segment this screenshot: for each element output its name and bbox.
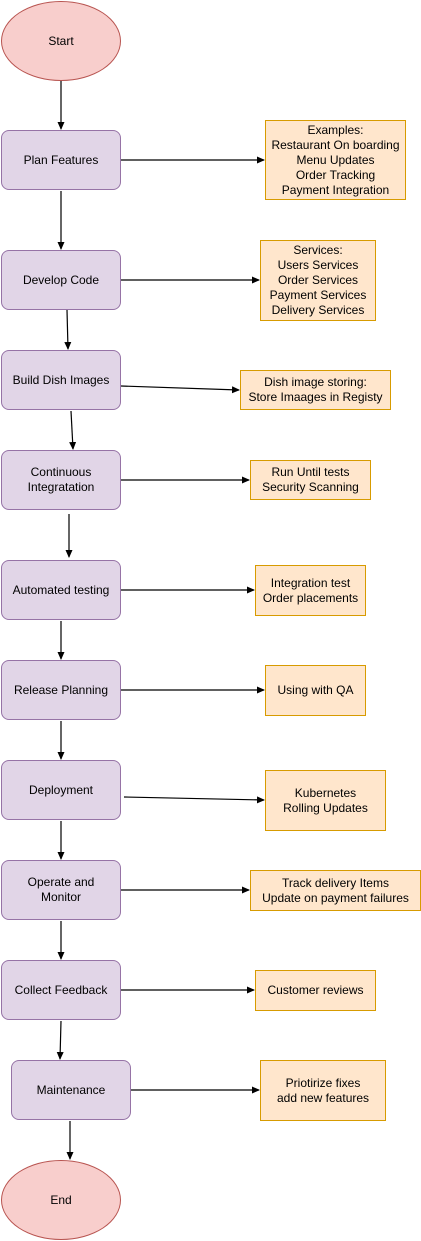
note-text: Run Until tests Security Scanning	[262, 465, 359, 494]
arrow-build-to-note	[120, 385, 240, 394]
note-text: Kubernetes Rolling Updates	[283, 785, 368, 815]
note-text: Services: Users Services Order Services …	[269, 243, 367, 317]
start-node: Start	[1, 1, 121, 81]
note-text: Priotirize fixes add new features	[276, 1075, 370, 1105]
step-label: Develop Code	[22, 272, 100, 287]
step-continuous-integratation: Continuous Integratation	[1, 450, 121, 510]
start-label: Start	[48, 33, 74, 48]
note-text: Integration test Order placements	[262, 575, 359, 605]
step-label: Release Planning	[13, 682, 109, 697]
note-text: Customer reviews	[267, 983, 364, 997]
step-maintenance: Maintenance	[11, 1060, 131, 1120]
end-node: End	[1, 1160, 121, 1240]
step-label: Deployment	[28, 782, 94, 797]
step-deployment: Deployment	[1, 760, 121, 820]
step-label: Continuous Integratation	[27, 465, 95, 494]
arrow-develop-to-build	[64, 309, 72, 350]
step-release-planning: Release Planning	[1, 660, 121, 720]
step-plan-features: Plan Features	[1, 130, 121, 190]
step-build-dish-images: Build Dish Images	[1, 350, 121, 410]
note-operate-and-monitor: Track delivery Items Update on payment f…	[250, 870, 421, 911]
note-build-dish-images: Dish image storing: Store Imaages in Reg…	[240, 370, 391, 410]
note-develop-code: Services: Users Services Order Services …	[260, 240, 376, 321]
note-maintenance: Priotirize fixes add new features	[260, 1060, 386, 1121]
note-continuous-integratation: Run Until tests Security Scanning	[250, 460, 371, 500]
note-text: Examples: Restaurant On boarding Menu Up…	[271, 122, 400, 197]
end-label: End	[50, 1192, 72, 1207]
note-collect-feedback: Customer reviews	[255, 970, 376, 1011]
arrow-deployment-to-note	[123, 796, 265, 804]
step-label: Build Dish Images	[12, 372, 110, 387]
step-collect-feedback: Collect Feedback	[1, 960, 121, 1020]
step-label: Automated testing	[12, 582, 110, 597]
note-release-planning: Using with QA	[265, 665, 366, 716]
step-label: Operate and Monitor	[27, 875, 95, 904]
step-label: Plan Features	[23, 152, 99, 167]
step-automated-testing: Automated testing	[1, 560, 121, 620]
arrow-build-to-ci	[69, 410, 77, 450]
note-plan-features: Examples: Restaurant On boarding Menu Up…	[265, 120, 406, 200]
note-automated-testing: Integration test Order placements	[255, 565, 366, 616]
step-label: Maintenance	[36, 1082, 106, 1097]
note-deployment: Kubernetes Rolling Updates	[265, 770, 386, 831]
note-text: Using with QA	[277, 683, 354, 697]
note-text: Track delivery Items Update on payment f…	[262, 875, 409, 905]
step-label: Collect Feedback	[14, 982, 108, 997]
arrow-feedback-to-maintenance	[56, 1020, 64, 1060]
note-text: Dish image storing: Store Imaages in Reg…	[248, 375, 383, 404]
step-operate-and-monitor: Operate and Monitor	[1, 860, 121, 920]
step-develop-code: Develop Code	[1, 250, 121, 310]
